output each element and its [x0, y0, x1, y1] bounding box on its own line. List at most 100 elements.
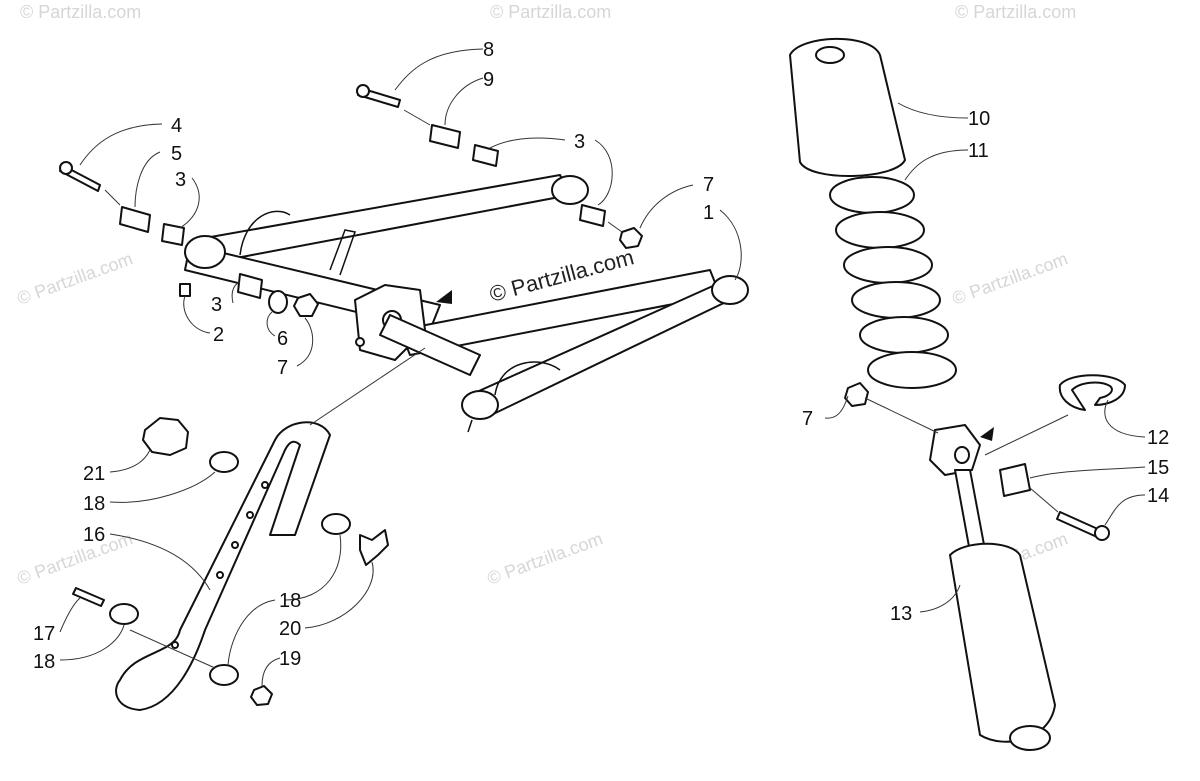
shock-eye-hole	[954, 446, 970, 464]
leader-lines	[59, 48, 1146, 687]
watermark: © Partzilla.com	[490, 2, 611, 22]
watermark: © Partzilla.com	[15, 528, 136, 588]
callout-8: 8	[483, 39, 494, 61]
callout-3: 3	[211, 294, 222, 316]
hardware-top	[356, 84, 643, 249]
callout-10: 10	[968, 108, 990, 130]
strap-hole	[246, 511, 254, 519]
callout-1: 1	[703, 202, 714, 224]
callout-9: 9	[483, 69, 494, 91]
bolt-head	[356, 84, 370, 98]
leader-15	[1029, 466, 1146, 479]
watermark: © Partzilla.com	[20, 2, 141, 22]
nut-7-right	[619, 227, 643, 249]
leader-18-top	[109, 471, 216, 503]
callout-numbers: 8 9 3 7 1 4 5 3 3 2 6 7 10 11 12 15 14 1…	[33, 39, 1169, 673]
nut-7	[293, 293, 319, 317]
leader-3-right	[594, 139, 613, 206]
grease-fitting	[179, 283, 191, 297]
plate-tube	[379, 314, 481, 376]
bushing-3	[161, 223, 185, 246]
callout-15: 15	[1147, 457, 1169, 479]
bushing-3-lower	[237, 273, 263, 299]
spring-coil	[829, 176, 915, 214]
leader-7-left	[296, 317, 314, 367]
arrow-marker	[436, 290, 452, 304]
boot-10	[789, 37, 906, 177]
retainer-12	[1058, 374, 1126, 411]
strap-hole	[261, 481, 269, 489]
spring-coil	[859, 316, 949, 354]
callout-7: 7	[802, 408, 813, 430]
spring-11	[829, 176, 957, 389]
callout-18: 18	[279, 590, 301, 612]
strap-hole	[171, 641, 179, 649]
callout-11: 11	[968, 140, 989, 162]
callout-3: 3	[574, 131, 585, 153]
leader-strap-to-tube	[309, 347, 426, 426]
hardware-left	[59, 161, 319, 317]
callout-21: 21	[83, 463, 105, 485]
callout-13: 13	[890, 603, 912, 625]
spacer-9	[429, 124, 461, 149]
callout-16: 16	[83, 524, 105, 546]
a-arm-bushing-rear	[551, 175, 589, 205]
wing-nut-20	[359, 529, 389, 566]
callout-19: 19	[279, 648, 301, 670]
strap-hole	[231, 541, 239, 549]
leader-8	[394, 48, 484, 91]
a-arm-bushing-front	[711, 275, 749, 305]
spring-coil	[867, 351, 957, 389]
strap-16	[115, 421, 331, 711]
a-arm-rail-upper	[204, 174, 571, 263]
leader-3-top	[489, 137, 566, 149]
leader-5	[134, 151, 161, 208]
a-arm-strut	[329, 229, 356, 276]
callout-2: 2	[213, 324, 224, 346]
leader-2	[183, 295, 211, 334]
washer-18	[209, 451, 239, 473]
mount-hole	[355, 337, 365, 347]
bolt-head	[59, 161, 73, 175]
watermark: © Partzilla.com	[485, 528, 606, 588]
spring-coil	[843, 246, 933, 284]
knob-21	[142, 417, 189, 456]
shock-body-13	[949, 542, 1056, 743]
leader-9	[444, 77, 484, 126]
shock-eye	[929, 424, 981, 476]
leader-20	[304, 561, 374, 629]
bolt-17	[72, 587, 105, 607]
leader-18-bottom	[227, 599, 276, 666]
leader-6	[266, 311, 276, 337]
leader-13	[919, 584, 961, 613]
a-arm-assembly	[179, 174, 749, 433]
leader-1	[719, 209, 742, 281]
strap-hole	[216, 571, 224, 579]
leader-axis	[104, 189, 121, 206]
callout-5: 5	[171, 143, 182, 165]
a-arm-hoop-lower	[494, 361, 561, 396]
leader-18-mid	[284, 534, 342, 601]
bushing-3-right	[579, 204, 606, 227]
leader-18-left	[59, 624, 125, 661]
leader-axis	[607, 221, 623, 233]
leader-axis	[403, 109, 431, 126]
watermark: © Partzilla.com	[955, 2, 1076, 22]
callout-7: 7	[703, 174, 714, 196]
spacer-5	[119, 206, 151, 233]
callout-18: 18	[33, 651, 55, 673]
shock-shaft	[954, 469, 986, 553]
leader-12	[1104, 399, 1146, 438]
leader-axis	[129, 629, 216, 669]
boot-top-hole	[815, 46, 845, 64]
leader-3-lower	[231, 281, 241, 304]
callout-12: 12	[1147, 427, 1169, 449]
callout-17: 17	[33, 623, 55, 645]
shock-assembly	[789, 37, 1126, 751]
leader-19	[261, 657, 281, 687]
leader-14	[1104, 494, 1146, 526]
leader-17	[59, 597, 81, 633]
bushing-3-top	[472, 144, 499, 167]
limiter-strap-assembly	[72, 417, 389, 711]
